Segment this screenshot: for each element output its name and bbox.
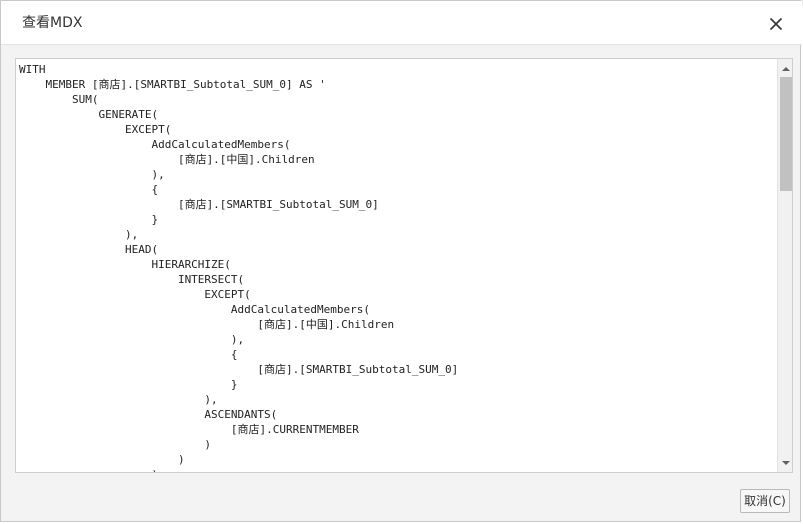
dialog-title: 查看MDX xyxy=(22,15,83,31)
code-line: SUM( xyxy=(19,93,99,106)
code-line: } xyxy=(19,378,238,391)
code-line: INTERSECT( xyxy=(19,273,245,286)
code-line: ASCENDANTS( xyxy=(19,408,278,421)
close-button[interactable] xyxy=(766,14,786,34)
mdx-code-text[interactable]: WITH MEMBER [商店].[SMARTBI_Subtotal_SUM_0… xyxy=(19,62,459,472)
code-line: { xyxy=(19,348,238,361)
code-line: WITH xyxy=(19,63,46,76)
code-line: MEMBER [商店].[SMARTBI_Subtotal_SUM_0] AS … xyxy=(19,78,326,91)
vertical-scrollbar[interactable] xyxy=(777,59,792,472)
code-line: HIERARCHIZE( xyxy=(19,258,231,271)
scroll-thumb[interactable] xyxy=(780,77,792,191)
scroll-up-arrow-icon[interactable] xyxy=(781,64,791,74)
code-line: } xyxy=(19,213,159,226)
code-line: { xyxy=(19,183,159,196)
code-line: [商店].[中国].Children xyxy=(19,153,315,166)
dialog-titlebar: 查看MDX xyxy=(1,1,802,45)
mdx-code-viewer[interactable]: WITH MEMBER [商店].[SMARTBI_Subtotal_SUM_0… xyxy=(15,58,793,473)
code-line: ), xyxy=(19,393,218,406)
code-line: ) xyxy=(19,453,185,466)
scroll-down-arrow-icon[interactable] xyxy=(781,458,791,468)
code-line: ), xyxy=(19,228,139,241)
code-line: AddCalculatedMembers( xyxy=(19,138,291,151)
code-line: EXCEPT( xyxy=(19,288,251,301)
cancel-button[interactable]: 取消(C) xyxy=(740,489,790,513)
code-line: GENERATE( xyxy=(19,108,159,121)
code-line: EXCEPT( xyxy=(19,123,172,136)
code-line: ) xyxy=(19,438,212,451)
close-icon xyxy=(769,17,783,31)
code-line: [商店].[SMARTBI_Subtotal_SUM_0] xyxy=(19,198,379,211)
code-line: ), xyxy=(19,333,245,346)
code-line: ), xyxy=(19,467,458,472)
code-line: [商店].[SMARTBI_Subtotal_SUM_0] xyxy=(19,363,459,376)
code-line: ), xyxy=(19,168,165,181)
code-line: [商店].[中国].Children xyxy=(19,318,395,331)
code-line: [商店].CURRENTMEMBER xyxy=(19,423,359,436)
code-line: HEAD( xyxy=(19,243,159,256)
code-line: AddCalculatedMembers( xyxy=(19,303,370,316)
